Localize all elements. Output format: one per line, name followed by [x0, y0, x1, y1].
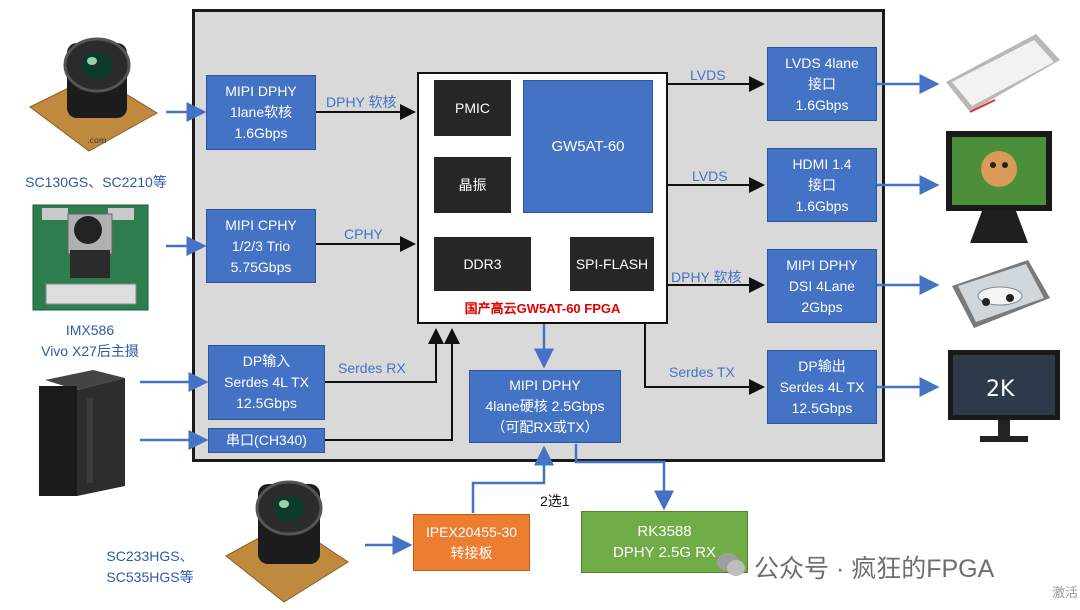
spi-flash-chip: SPI-FLASH: [570, 237, 654, 291]
block-line: 12.5Gbps: [236, 395, 297, 411]
block-line: MIPI CPHY: [225, 216, 297, 233]
dsi-output-block: MIPI DPHY DSI 4Lane 2Gbps: [767, 249, 877, 323]
link-label-serdes-tx: Serdes TX: [669, 364, 735, 380]
link-label-cphy: CPHY: [344, 226, 383, 242]
mipi-cphy-input-block: MIPI CPHY 1/2/3 Trio 5.75Gbps: [206, 209, 316, 283]
gw5at-60-chip: GW5AT-60: [523, 80, 653, 213]
watermark-text: 公众号 · 疯狂的FPGA: [754, 555, 995, 583]
link-label-lvds-2: LVDS: [692, 168, 728, 184]
uart-block: 串口(CH340): [208, 428, 325, 453]
corner-text: 激活: [1052, 585, 1079, 600]
block-line: DP输出: [798, 357, 846, 374]
block-line: 4lane硬核 2.5Gbps: [485, 398, 605, 414]
block-line: DSI 4Lane: [788, 277, 856, 294]
block-line: 1/2/3 Trio: [231, 237, 291, 254]
block-line: DP输入: [242, 353, 291, 369]
wechat-icon: [716, 550, 746, 578]
fpga-caption: 国产高云GW5AT-60 FPGA: [464, 301, 621, 316]
block-line: Serdes 4L TX: [224, 374, 309, 390]
hard-dphy-block: MIPI DPHY 4lane硬核 2.5Gbps （可配RX或TX）: [469, 370, 621, 443]
block-line: 12.5Gbps: [791, 399, 853, 416]
camera-3-caption-line2: SC535HGS等: [106, 569, 194, 585]
ddr3-chip: DDR3: [434, 237, 531, 291]
pc-tower-image: [39, 370, 125, 496]
block-line: 转接板: [450, 544, 493, 561]
camera-3-caption-line1: SC233HGS、: [106, 548, 194, 564]
ipex-adapter-board: IPEX20455-30 转接板: [413, 514, 530, 571]
block-line: 2Gbps: [801, 298, 843, 315]
block-line: HDMI 1.4: [792, 155, 852, 172]
camera-module-image: .com: [29, 37, 158, 152]
link-label-lvds-1: LVDS: [690, 67, 726, 83]
hdmi-monitor-image: [946, 131, 1052, 243]
chip-label: GW5AT-60: [551, 138, 625, 155]
block-line: 5.75Gbps: [230, 258, 292, 275]
block-line: MIPI DPHY: [509, 377, 581, 393]
dsi-screen-image: [952, 260, 1050, 328]
lvds-panel-image: [946, 34, 1060, 113]
block-line: 1lane软核: [229, 104, 293, 120]
block-line: 接口: [808, 75, 836, 92]
lvds-output-block: LVDS 4lane 接口 1.6Gbps: [767, 47, 877, 121]
block-line: 1.6Gbps: [795, 197, 849, 214]
camera-module-2-image: [225, 480, 349, 603]
camera-1-caption: SC130GS、SC2210等: [25, 174, 167, 190]
dp-input-block: DP输入 Serdes 4L TX 12.5Gbps: [208, 345, 325, 420]
crystal-oscillator: 晶振: [434, 157, 511, 213]
block-line: 1.6Gbps: [795, 96, 849, 113]
link-label-serdes-rx: Serdes RX: [338, 360, 406, 376]
block-line: （可配RX或TX）: [491, 419, 599, 435]
mipi-dphy-input-block: MIPI DPHY 1lane软核 1.6Gbps: [206, 75, 316, 150]
svg-text:2K: 2K: [986, 377, 1015, 402]
block-line: Serdes 4L TX: [779, 378, 865, 395]
link-label-dphy-soft-out: DPHY 软核: [671, 269, 742, 285]
block-line: 串口(CH340): [226, 432, 307, 448]
pmic-chip: PMIC: [434, 80, 511, 136]
block-line: MIPI DPHY: [225, 83, 297, 99]
block-line: 接口: [808, 176, 836, 193]
dp-output-block: DP输出 Serdes 4L TX 12.5Gbps: [767, 350, 877, 424]
svg-text:.com: .com: [87, 136, 107, 145]
imx586-module-image: [32, 204, 149, 311]
block-line: 1.6Gbps: [234, 125, 288, 141]
imx586-caption-line1: IMX586: [65, 322, 115, 338]
block-line: IPEX20455-30: [425, 523, 518, 540]
hdmi-output-block: HDMI 1.4 接口 1.6Gbps: [767, 148, 877, 222]
block-line: DPHY 2.5G RX: [612, 544, 717, 561]
imx586-caption-line2: Vivo X27后主摄: [41, 343, 139, 359]
block-line: RK3588: [637, 523, 692, 540]
block-line: MIPI DPHY: [786, 256, 858, 273]
select-label: 2选1: [540, 493, 570, 509]
dp-monitor-image: 2K: [948, 350, 1060, 442]
block-line: LVDS 4lane: [785, 54, 859, 71]
link-label-dphy-soft: DPHY 软核: [326, 94, 397, 110]
